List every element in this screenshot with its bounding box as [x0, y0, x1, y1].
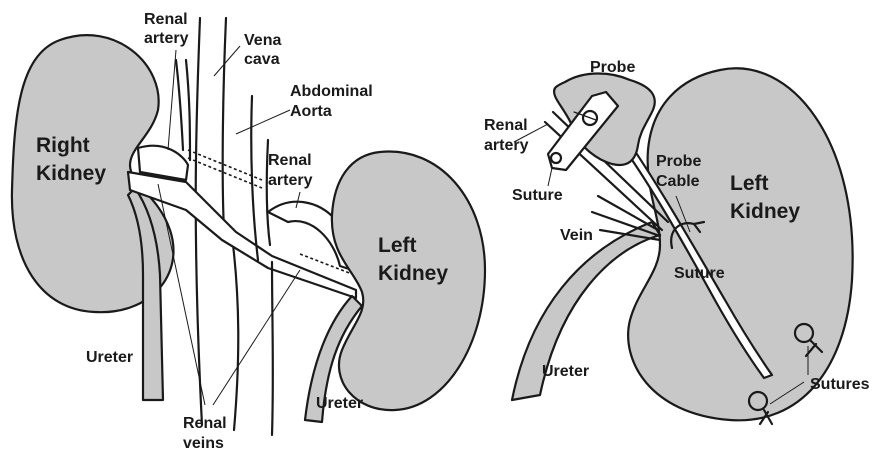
label-probe-cable-2: Cable	[656, 173, 700, 190]
label-abdominal-aorta-1: Abdominal	[290, 83, 373, 100]
label-rf-left-kidney-2: Kidney	[730, 200, 800, 223]
vena-cava-lines-right	[223, 18, 226, 230]
label-abdominal-aorta-2: Aorta	[290, 103, 332, 120]
label-right-kidney-1: Right	[36, 134, 90, 157]
label-renal-veins-2: veins	[183, 435, 224, 452]
aorta-lower	[272, 262, 273, 435]
probe-hole-b	[551, 153, 561, 163]
label-vena-cava-1: Vena	[244, 32, 281, 49]
leader-renal-veins-b	[213, 270, 300, 405]
label-renal-artery-mid-1: Renal	[268, 152, 312, 169]
label-left-kidney-2: Kidney	[378, 262, 448, 285]
leader-aorta	[236, 110, 290, 134]
label-probe-cable-1: Probe	[656, 153, 701, 170]
leader-rf-suture-top	[548, 168, 552, 186]
label-sutures: Sutures	[810, 376, 870, 393]
label-renal-artery-top-1: Renal	[144, 11, 188, 28]
label-renal-veins-1: Renal	[183, 415, 227, 432]
leader-renal-artery-top	[168, 50, 176, 150]
label-rf-left-kidney-1: Left	[730, 172, 769, 195]
label-rf-renal-artery-1: Renal	[484, 117, 528, 134]
label-vein: Vein	[560, 227, 593, 244]
renal-artery-tall-2	[186, 60, 190, 160]
label-right-kidney-2: Kidney	[36, 162, 106, 185]
label-rf-ureter: Ureter	[542, 363, 589, 380]
renal-artery-tall	[176, 60, 183, 150]
label-rf-renal-artery-2: artery	[484, 137, 529, 154]
label-ureter-right: Ureter	[316, 395, 363, 412]
label-vena-cava-2: cava	[244, 51, 280, 68]
right-figure-kidney-shape	[628, 68, 852, 420]
label-renal-artery-top-2: artery	[144, 30, 189, 47]
label-left-kidney-1: Left	[378, 234, 417, 257]
label-ureter-left: Ureter	[86, 349, 133, 366]
label-rf-suture-mid: Suture	[674, 265, 725, 282]
label-renal-artery-mid-2: artery	[268, 172, 313, 189]
leader-vena-cava	[214, 46, 240, 76]
label-probe: Probe	[590, 59, 635, 76]
label-rf-suture-top: Suture	[512, 187, 563, 204]
vena-cava-lower-lines	[232, 236, 238, 430]
